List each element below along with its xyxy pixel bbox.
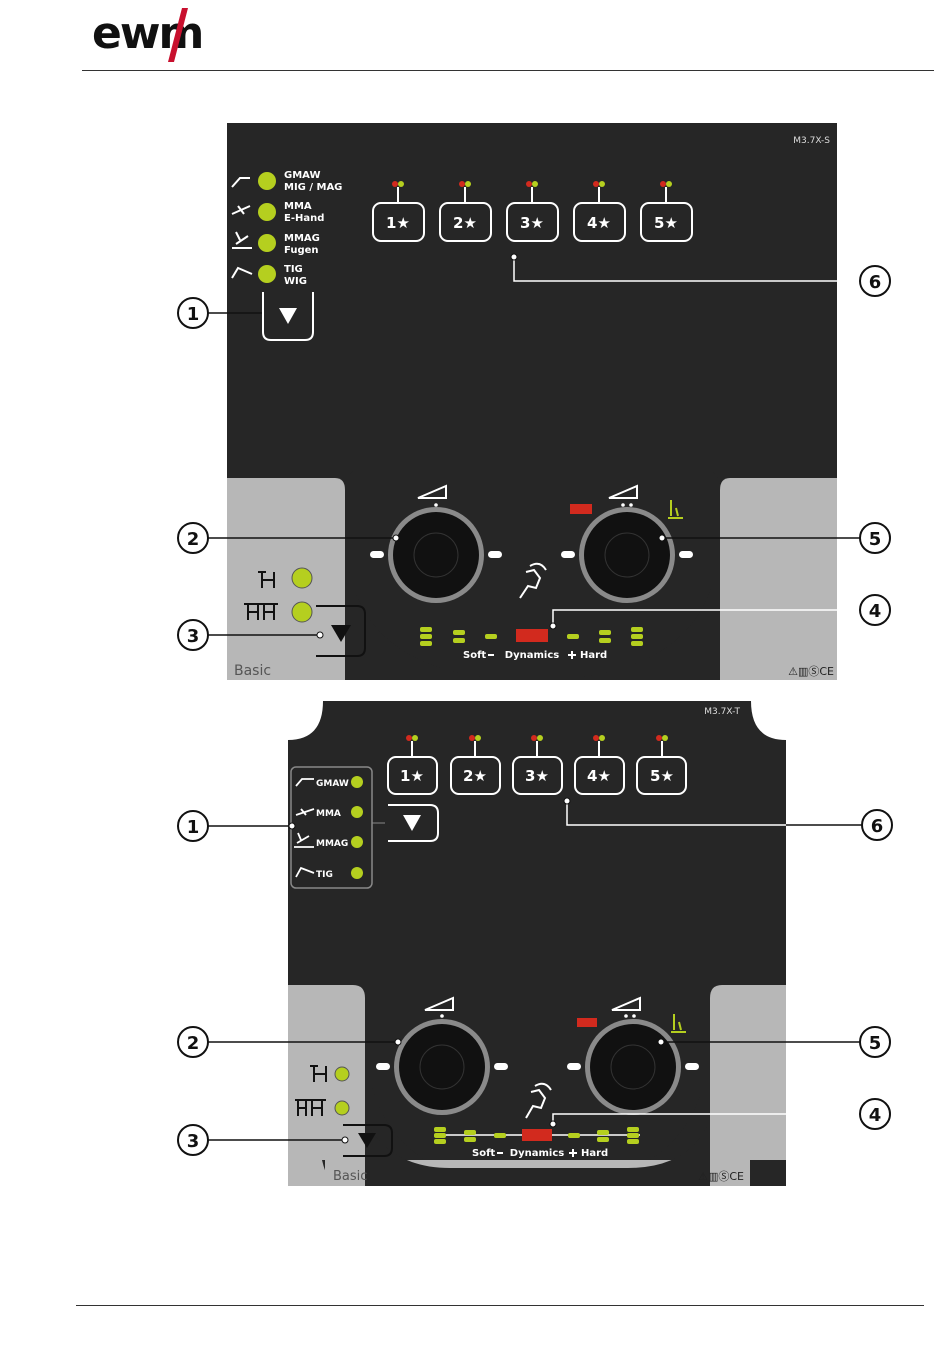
dynamics-center-led-2 <box>522 1129 552 1141</box>
svg-text:5★: 5★ <box>650 767 674 785</box>
footer-rule <box>76 1305 924 1306</box>
dynamics-red-icon-2 <box>577 1018 597 1027</box>
callout-1b: 1 <box>178 811 295 841</box>
svg-text:2★: 2★ <box>463 767 487 785</box>
svg-text:4★: 4★ <box>587 767 611 785</box>
dynamics-soft-label-2: Soft <box>472 1148 495 1159</box>
svg-text:GMAW: GMAW <box>316 779 349 789</box>
svg-text:3: 3 <box>187 1131 200 1152</box>
svg-text:MMA: MMA <box>316 809 341 819</box>
svg-text:1: 1 <box>187 817 200 838</box>
cert-marks-2: ⚠▥ⓈCE <box>698 1170 744 1183</box>
svg-text:1★: 1★ <box>400 767 424 785</box>
svg-text:4: 4 <box>869 1105 882 1126</box>
svg-text:3★: 3★ <box>525 767 549 785</box>
basic-label-2: Basic <box>333 1169 367 1184</box>
dynamics-hard-label-2: Hard <box>581 1148 608 1159</box>
svg-text:TIG: TIG <box>316 870 333 880</box>
svg-text:5: 5 <box>869 1033 882 1054</box>
model-label-2: M3.7X-T <box>704 707 740 717</box>
control-panel-m37x-t: M3.7X-T 1★ 2★ 3★ 4★ <box>0 0 950 1200</box>
svg-text:2: 2 <box>187 1033 200 1054</box>
dynamics-label-2: Dynamics <box>510 1148 564 1159</box>
svg-text:6: 6 <box>871 816 884 837</box>
svg-text:MMAG: MMAG <box>316 839 348 849</box>
